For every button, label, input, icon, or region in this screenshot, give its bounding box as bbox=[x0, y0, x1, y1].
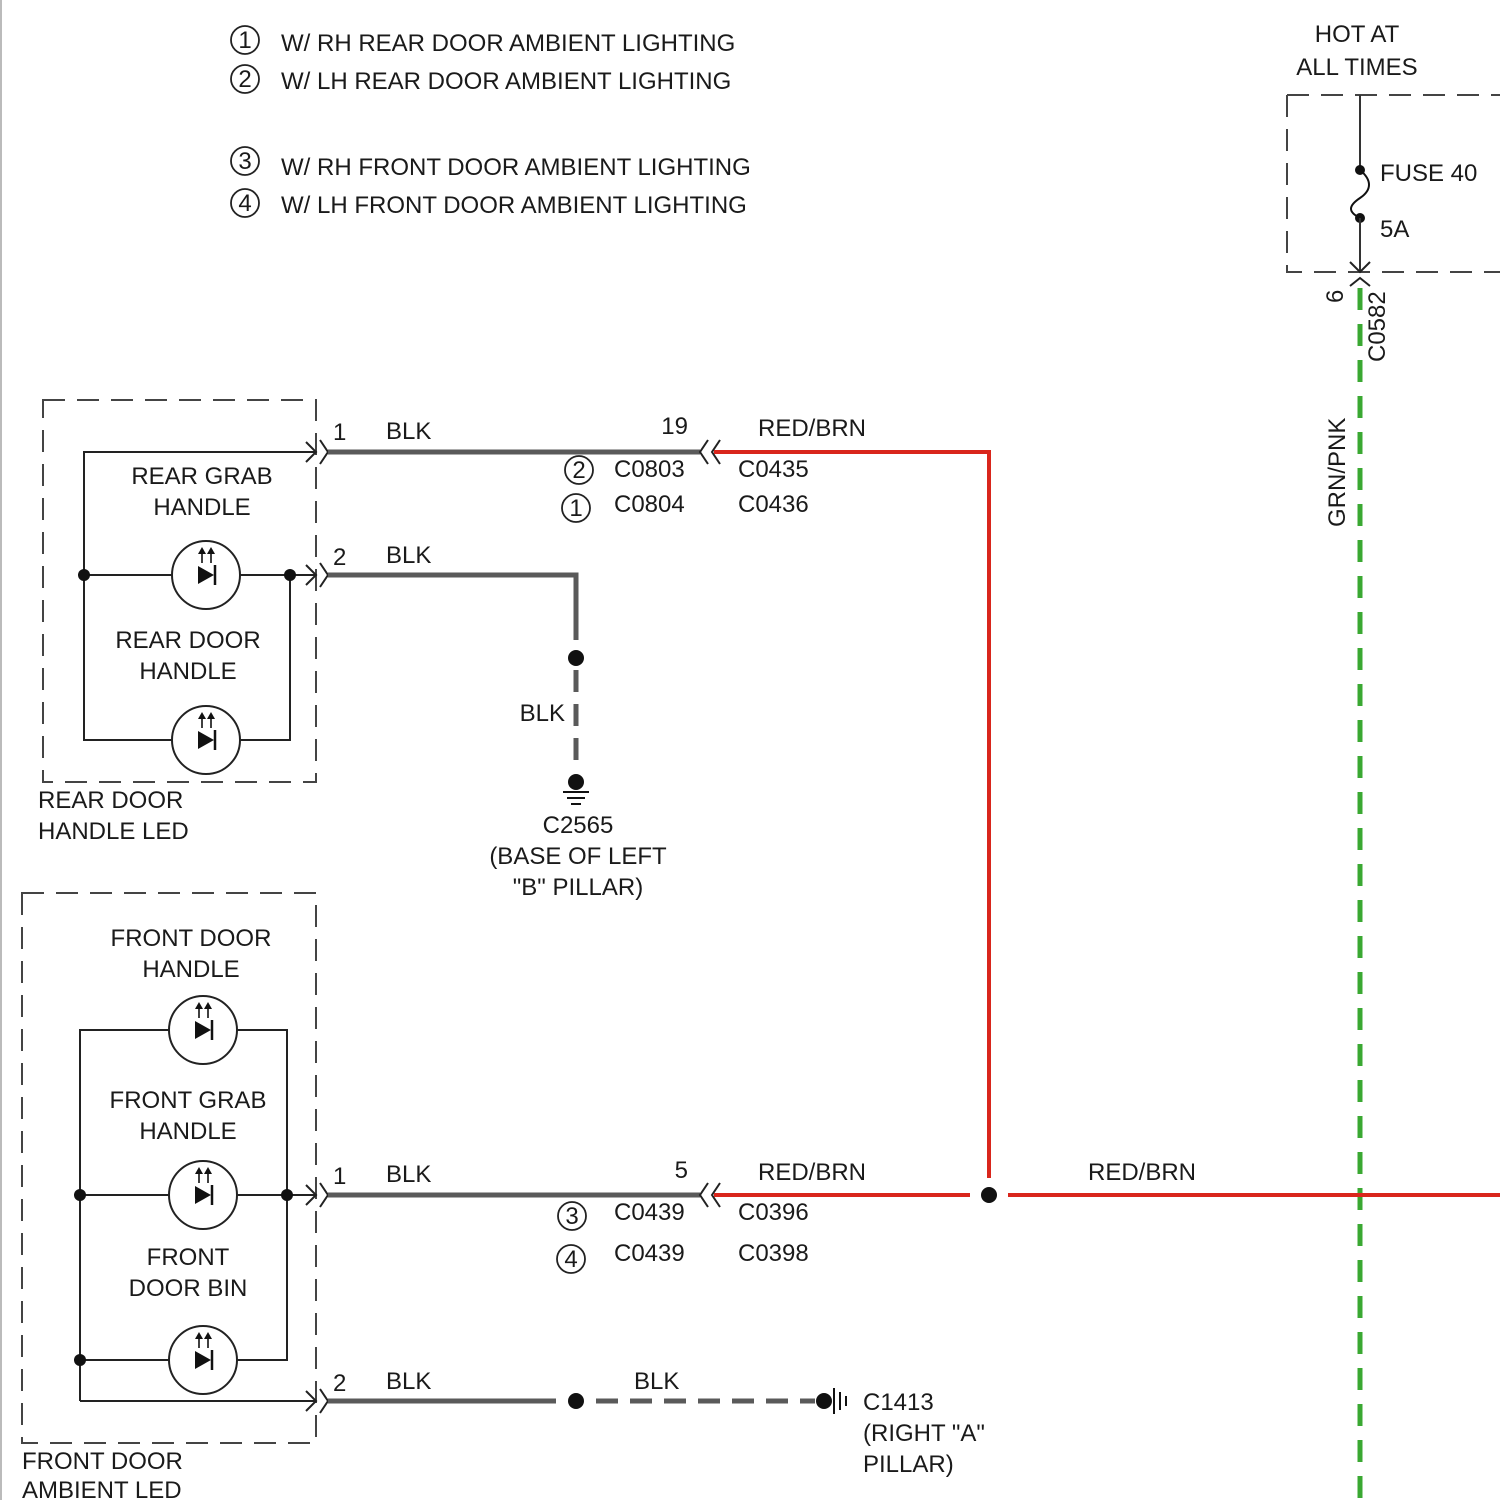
front-handle-label-1: FRONT DOOR bbox=[111, 925, 272, 952]
front-ground-location-1: (RIGHT "A" bbox=[863, 1420, 985, 1447]
front-caption-line1: FRONT DOOR bbox=[22, 1448, 183, 1475]
note-1: 1 W/ RH REAR DOOR AMBIENT LIGHTING bbox=[231, 26, 735, 57]
grn-pnk-label: GRN/PNK bbox=[1324, 418, 1351, 527]
fuse-rating: 5A bbox=[1380, 216, 1409, 243]
note-4: 4 W/ LH FRONT DOOR AMBIENT LIGHTING bbox=[231, 189, 747, 219]
front-pin1-wire-label: BLK bbox=[386, 1161, 431, 1188]
rear-conn-row2-num: 1 bbox=[569, 495, 582, 522]
led-icon bbox=[169, 996, 237, 1064]
note-3-text: W/ RH FRONT DOOR AMBIENT LIGHTING bbox=[281, 154, 751, 181]
front-pin2-number: 2 bbox=[333, 1370, 346, 1397]
note-2: 2 W/ LH REAR DOOR AMBIENT LIGHTING bbox=[231, 65, 731, 95]
led-icon bbox=[172, 706, 240, 774]
rear-pin2-wire-label: BLK bbox=[386, 542, 431, 569]
rear-blk-wire-2 bbox=[328, 575, 576, 640]
front-conn-row1-num: 3 bbox=[565, 1203, 578, 1230]
rear-ground-location-1: (BASE OF LEFT bbox=[489, 843, 667, 870]
ground-icon bbox=[563, 774, 589, 804]
ground-icon bbox=[816, 1388, 846, 1414]
front-inline-pin: 5 bbox=[675, 1157, 688, 1184]
splice-node bbox=[981, 1187, 997, 1203]
rear-door-label-1: REAR DOOR bbox=[115, 627, 260, 654]
rear-caption-line2: HANDLE LED bbox=[38, 818, 189, 845]
power-source: HOT AT ALL TIMES FUSE 40 5A 6 C0582 GRN/… bbox=[1287, 21, 1500, 1500]
rear-red-brn-wire bbox=[714, 452, 989, 1178]
front-caption-line2: AMBIENT LED bbox=[22, 1477, 182, 1500]
rear-conn-row2-right: C0436 bbox=[738, 491, 809, 518]
note-1-text: W/ RH REAR DOOR AMBIENT LIGHTING bbox=[281, 30, 735, 57]
note-4-text: W/ LH FRONT DOOR AMBIENT LIGHTING bbox=[281, 192, 747, 219]
front-bin-label-2: DOOR BIN bbox=[129, 1275, 248, 1302]
rear-ground-name: C2565 bbox=[543, 812, 614, 839]
rear-conn-row1-right: C0435 bbox=[738, 456, 809, 483]
front-grab-label-1: FRONT GRAB bbox=[110, 1087, 267, 1114]
notes-legend: 1 W/ RH REAR DOOR AMBIENT LIGHTING 2 W/ … bbox=[231, 26, 751, 219]
front-bin-label-1: FRONT bbox=[147, 1244, 230, 1271]
note-2-number: 2 bbox=[238, 66, 251, 93]
power-connector: C0582 bbox=[1364, 291, 1391, 362]
rear-ground-location-2: "B" PILLAR) bbox=[513, 874, 643, 901]
rear-conn-row1-num: 2 bbox=[572, 457, 585, 484]
rear-ground-wire-label: BLK bbox=[520, 700, 565, 727]
power-title-line1: HOT AT bbox=[1315, 21, 1400, 48]
rear-door-label-2: HANDLE bbox=[139, 658, 236, 685]
rear-pin2-number: 2 bbox=[333, 544, 346, 571]
front-conn-row2-num: 4 bbox=[564, 1246, 577, 1273]
rear-pin1-number: 1 bbox=[333, 419, 346, 446]
fuse-symbol bbox=[1350, 95, 1370, 286]
rear-grab-label-1: REAR GRAB bbox=[131, 463, 272, 490]
front-ground-wire-label: BLK bbox=[634, 1368, 679, 1395]
rear-inline-wire-label: RED/BRN bbox=[758, 415, 866, 442]
fuse-name: FUSE 40 bbox=[1380, 160, 1477, 187]
led-icon bbox=[172, 541, 240, 609]
front-door-ambient-led: FRONT DOOR AMBIENT LED FRONT DOOR HANDLE… bbox=[22, 893, 1500, 1500]
front-conn-row1-right: C0396 bbox=[738, 1199, 809, 1226]
main-wire-label: RED/BRN bbox=[1088, 1159, 1196, 1186]
front-ground-name: C1413 bbox=[863, 1389, 934, 1416]
note-1-number: 1 bbox=[238, 27, 251, 54]
led-icon bbox=[169, 1326, 237, 1394]
rear-conn-row1-left: C0803 bbox=[614, 456, 685, 483]
front-ground-location-2: PILLAR) bbox=[863, 1451, 954, 1478]
rear-conn-row2-left: C0804 bbox=[614, 491, 685, 518]
note-4-number: 4 bbox=[238, 190, 251, 217]
led-icon bbox=[169, 1161, 237, 1229]
rear-pin1-wire-label: BLK bbox=[386, 418, 431, 445]
front-grab-label-2: HANDLE bbox=[139, 1118, 236, 1145]
power-pin: 6 bbox=[1322, 290, 1349, 303]
front-pin1-number: 1 bbox=[333, 1163, 346, 1190]
front-handle-label-2: HANDLE bbox=[142, 956, 239, 983]
rear-caption-line1: REAR DOOR bbox=[38, 787, 183, 814]
note-2-text: W/ LH REAR DOOR AMBIENT LIGHTING bbox=[281, 68, 731, 95]
front-inline-wire-label: RED/BRN bbox=[758, 1159, 866, 1186]
front-conn-row2-left: C0439 bbox=[614, 1240, 685, 1267]
power-title-line2: ALL TIMES bbox=[1296, 54, 1417, 81]
rear-inline-pin: 19 bbox=[661, 413, 688, 440]
front-conn-row2-right: C0398 bbox=[738, 1240, 809, 1267]
rear-grab-label-2: HANDLE bbox=[153, 494, 250, 521]
note-3: 3 W/ RH FRONT DOOR AMBIENT LIGHTING bbox=[231, 147, 751, 181]
rear-door-handle-led: REAR DOOR HANDLE LED REAR GRAB HANDLE RE… bbox=[38, 400, 989, 1178]
front-conn-row1-left: C0439 bbox=[614, 1199, 685, 1226]
front-pin2-wire-label: BLK bbox=[386, 1368, 431, 1395]
note-3-number: 3 bbox=[238, 148, 251, 175]
